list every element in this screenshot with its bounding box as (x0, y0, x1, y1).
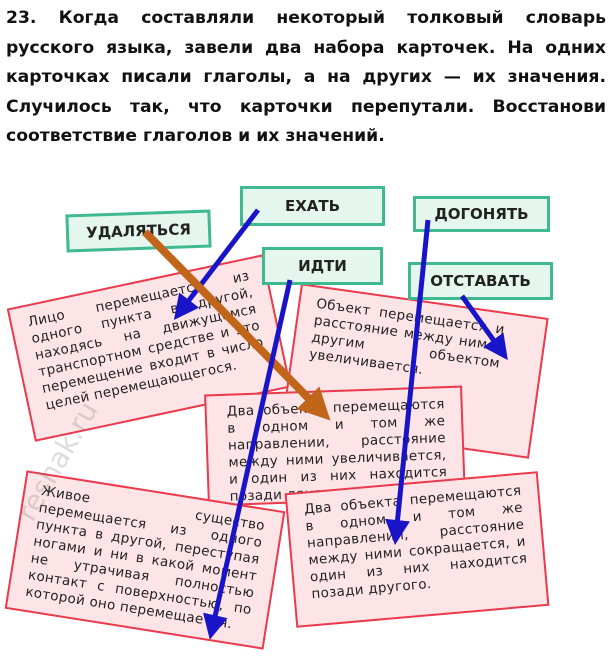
arrow-otstavat (459, 294, 508, 361)
arrow-dogonyat (385, 219, 431, 545)
verb-card-otstavat[interactable]: ОТСТАВАТЬ (408, 262, 553, 300)
task-text: 23. Когда составляли некоторый толковый … (6, 8, 606, 146)
verb-card-idti[interactable]: ИДТИ (262, 247, 383, 285)
arrow-idti (203, 279, 293, 640)
arrow-ekhat (173, 208, 260, 320)
verb-card-ekhat[interactable]: ЕХАТЬ (240, 186, 385, 226)
arrow-udalyatsya (142, 229, 331, 421)
verb-card-dogonyat[interactable]: ДОГОНЯТЬ (413, 196, 550, 232)
